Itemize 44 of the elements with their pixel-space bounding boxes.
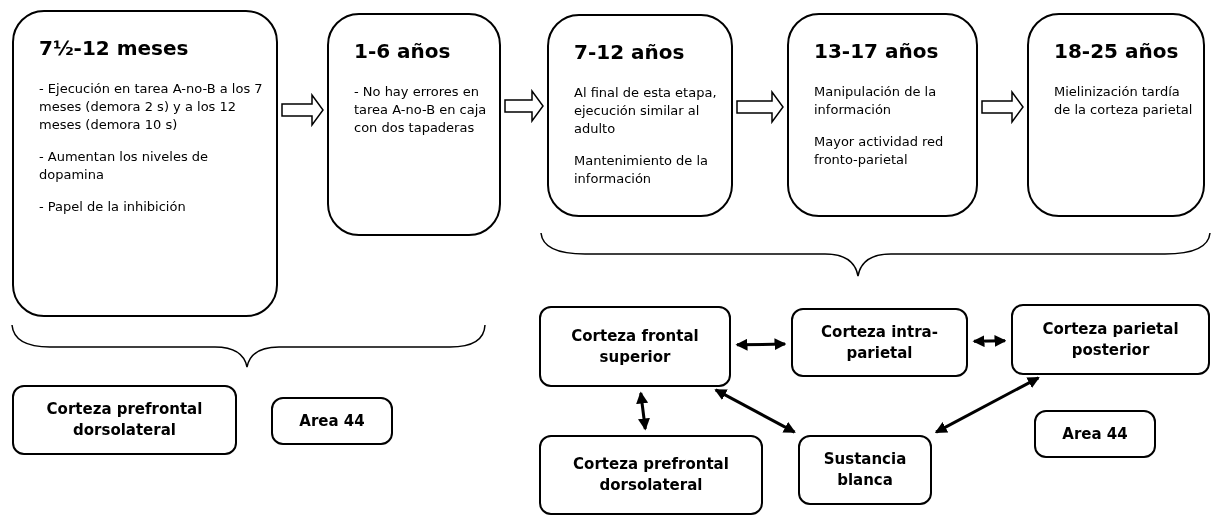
stage-description: Mantenimiento de la información — [574, 152, 710, 188]
stage-description: Mayor actividad red fronto-parietal — [814, 133, 945, 169]
block-arrow — [981, 89, 1024, 125]
region-label: Corteza prefrontal dorsolateral — [572, 454, 730, 496]
block-arrow — [504, 88, 544, 124]
region-box — [271, 397, 393, 445]
double-arrow — [735, 338, 787, 351]
region-label: Sustancia blanca — [822, 449, 908, 491]
stage-box — [547, 14, 733, 217]
region-label: Corteza prefrontal dorsolateral — [45, 399, 204, 441]
region-box — [1011, 304, 1210, 375]
stage-description: Mielinización tardía de la corteza parietal — [1054, 83, 1194, 119]
double-arrow — [714, 388, 796, 434]
stage-heading: 7-12 años — [574, 40, 686, 64]
region-label: Corteza parietal posterior — [1041, 318, 1180, 361]
region-label: Area 44 — [1062, 423, 1128, 445]
stage-description: Manipulación de la información — [814, 83, 938, 119]
region-label: Corteza frontal superior — [570, 325, 700, 368]
stage-description: - Papel de la inhibición — [39, 198, 187, 216]
region-box — [539, 435, 763, 515]
stage-description: Al final de esta etapa, ejecución similar al adulto — [574, 84, 718, 138]
region-label: Corteza intra-parietal — [820, 321, 939, 364]
stage-description: - Ejecución en tarea A-no-B a los 7 meses (demora 2 s) y a los 12 meses (demora 10 s) — [39, 80, 264, 134]
region-box — [12, 385, 237, 455]
region-box — [1034, 410, 1156, 458]
stage-description: - Aumentan los niveles de dopamina — [39, 148, 210, 184]
double-arrow — [636, 391, 650, 431]
stage-box — [327, 13, 501, 236]
region-box — [791, 308, 968, 377]
block-arrow — [736, 89, 784, 125]
double-arrow — [934, 376, 1040, 434]
double-arrow — [972, 335, 1007, 348]
stage-box — [12, 10, 278, 317]
stage-heading: 13-17 años — [814, 39, 940, 63]
block-arrow — [281, 92, 324, 128]
region-label: Area 44 — [299, 410, 365, 432]
region-box — [798, 435, 932, 505]
stage-description: - No hay errores en tarea A-no-B en caja con dos tapaderas — [354, 83, 488, 137]
stage-heading: 7½-12 meses — [39, 36, 190, 60]
region-box — [539, 306, 731, 387]
stage-box — [787, 13, 978, 217]
stage-heading: 1-6 años — [354, 39, 452, 63]
stage-box — [1027, 13, 1205, 217]
stage-heading: 18-25 años — [1054, 39, 1180, 63]
